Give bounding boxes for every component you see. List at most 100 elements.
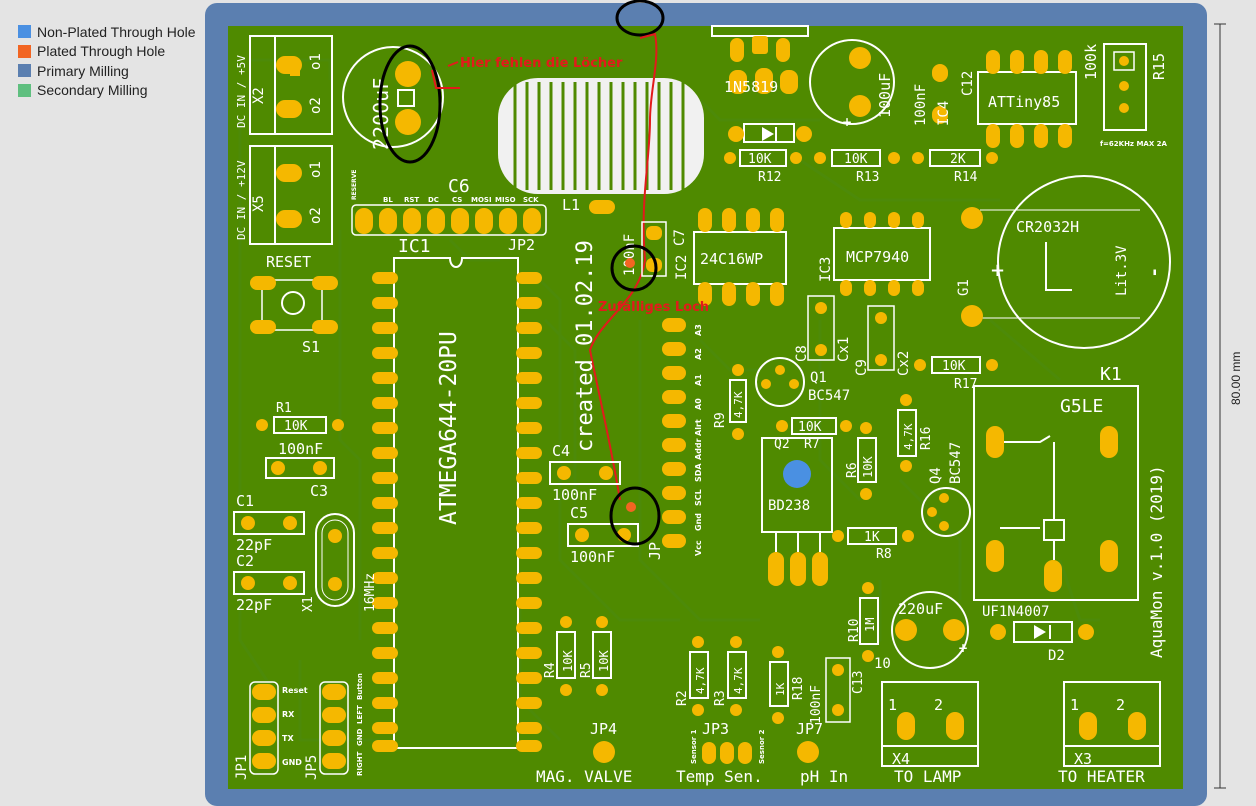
pad: [939, 521, 949, 531]
chip-attiny85: ATTiny85: [977, 50, 1077, 148]
q1-name: BC547: [808, 388, 850, 404]
r1-body: [273, 416, 327, 434]
pad: [768, 552, 784, 586]
ic1-label: IC1: [398, 236, 431, 257]
pad: [932, 64, 948, 82]
pad: [772, 712, 784, 724]
r15-pin1: [1113, 51, 1135, 71]
pad: [427, 208, 445, 234]
capacitor-c3: 100nF C3: [265, 440, 335, 500]
r13-value: 10K: [844, 152, 868, 167]
pad: [271, 461, 285, 475]
pad: [888, 152, 900, 164]
pad: [322, 730, 346, 746]
header-jp4: JP4 MAG. VALVE: [536, 720, 632, 786]
jp5-pin-label: RIGHT: [356, 751, 364, 776]
r13-label: R13: [856, 170, 879, 185]
pad: [451, 208, 469, 234]
header-jp3: Sensor 1 JP3 Sesnor 2 Temp Sen.: [676, 720, 766, 786]
l1-label: L1: [562, 196, 580, 214]
r10-body: [859, 597, 879, 645]
r10-label: R10: [847, 619, 862, 642]
x1-label: X1: [301, 596, 316, 612]
pad: [252, 707, 276, 723]
d2-value: UF1N4007: [982, 604, 1049, 620]
terminal-x4: 1 2 X4 TO LAMP: [881, 681, 979, 786]
attiny-label: ATTiny85: [988, 93, 1060, 111]
r8-label: R8: [876, 547, 892, 562]
capacitor-c13: 100nF C13: [809, 657, 866, 724]
pad: [1058, 50, 1072, 74]
jp2-pin-label: CS: [452, 196, 462, 204]
pad: [646, 258, 662, 272]
pad: [961, 305, 983, 327]
pad: [593, 741, 615, 763]
d1-symbol: [762, 127, 774, 141]
pad: [986, 152, 998, 164]
c5-outline: [567, 523, 639, 547]
jp2-pin-label: RESERVE: [351, 169, 358, 200]
jp2-pin-label: MOSI: [471, 196, 492, 204]
legend-item-npth: Non-Plated Through Hole: [18, 22, 196, 42]
resistor-r2: 4,7K R2: [675, 636, 709, 716]
pad: [523, 208, 541, 234]
pad: [860, 488, 872, 500]
r10-value: 1M: [863, 618, 877, 632]
battery-slot: [1045, 242, 1072, 291]
capacitor-cx1: C8 Cx1: [794, 295, 852, 362]
jp5-outline: [319, 681, 349, 775]
annotation-random-hole: Zufälliges Loch: [598, 300, 709, 315]
annotation-missing-holes: Hier fehlen die Löcher: [460, 56, 623, 71]
c6-label: C6: [448, 176, 470, 197]
q1-label: Q1: [810, 370, 827, 386]
jp1-label: JP1: [234, 755, 250, 780]
jp6-pin-label: A1: [694, 374, 703, 386]
c12-label: C12: [960, 71, 976, 96]
button-s1: RESET S1: [250, 253, 338, 356]
pad: [730, 704, 742, 716]
pad: [797, 741, 819, 763]
terminal-x5: X5 o1 o2 DC IN / +12V: [235, 145, 333, 245]
c10-value: 220uF: [898, 600, 943, 618]
jp1-pin-label: TX: [282, 734, 294, 743]
reset-label: RESET: [266, 253, 311, 271]
battery-holder: [980, 209, 1140, 319]
annotation-circle-top: [615, 0, 665, 37]
capacitor-c12: 100nF IC4 C12: [913, 64, 976, 126]
capacitor-c10: 220uF + 10: [874, 591, 969, 672]
ic2-name: 24C16WP: [700, 250, 763, 268]
cx1-label: Cx1: [836, 337, 852, 362]
x3-label: X3: [1074, 750, 1092, 768]
jp4-label: JP4: [590, 720, 617, 738]
r2-value: 4,7K: [694, 667, 707, 694]
pad: [1044, 560, 1062, 592]
pad: [560, 616, 572, 628]
pad: [575, 528, 589, 542]
chip-ic2: 24C16WP IC2 C7: [672, 208, 787, 306]
pad: [1058, 124, 1072, 148]
legend-swatch: [18, 44, 31, 58]
jp1-pin-label: RX: [282, 710, 295, 719]
pad: [875, 354, 887, 366]
pad: [864, 280, 876, 296]
pad: [312, 320, 338, 334]
resistor-r7: 10K Q2 R7: [774, 417, 852, 452]
k1-symbol: [1000, 435, 1065, 560]
pad: [730, 38, 744, 62]
resistor-r3: 4,7K R3: [713, 636, 747, 716]
pad: [698, 208, 712, 232]
cap-plus: +: [842, 115, 852, 129]
pad: [776, 420, 788, 432]
l1-body: [498, 78, 704, 194]
c1-value: 22pF: [236, 536, 272, 554]
attiny-outline: [977, 71, 1077, 125]
pad: [1034, 124, 1048, 148]
r17-body: [931, 356, 981, 374]
jp6-pin-label: A2: [694, 348, 703, 360]
pad: [252, 730, 276, 746]
r17-value: 10K: [942, 359, 966, 374]
r16-body: [897, 409, 917, 457]
r16-label: R16: [919, 427, 934, 450]
pad: [1128, 712, 1146, 740]
resistor-r4: 10K R4: [543, 616, 576, 696]
